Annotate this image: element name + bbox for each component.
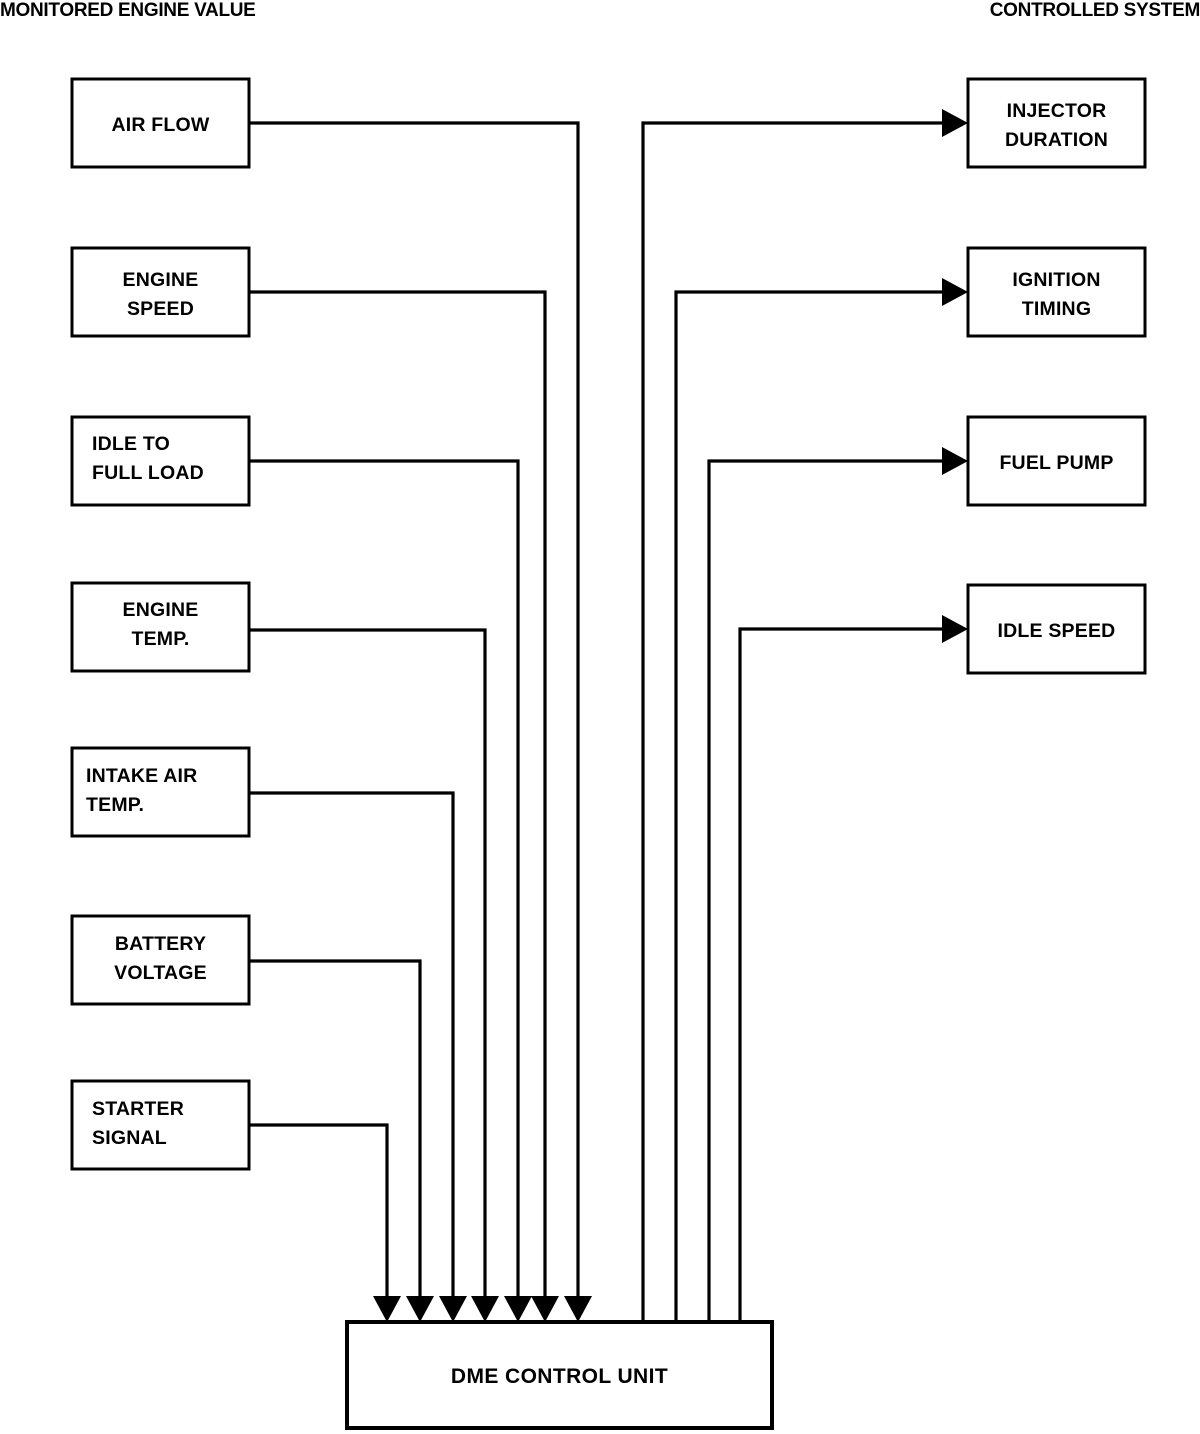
- input-box-intake-air-temp-label-line1: INTAKE AIR: [86, 765, 197, 787]
- arrowhead-engine-speed: [531, 1296, 559, 1322]
- dme-control-unit-rect[interactable]: [345, 1320, 774, 1430]
- input-box-idle-to-full-load-label-line1: IDLE TO: [92, 433, 170, 455]
- input-box-engine-temp-label-line1: ENGINE: [123, 599, 199, 621]
- output-box-fuel-pump-rect[interactable]: [966, 415, 1147, 507]
- wire-intake-air-temp: [249, 791, 455, 1300]
- output-box-fuel-pump-label-line1: FUEL PUMP: [999, 452, 1113, 474]
- arrowhead-air-flow: [564, 1296, 592, 1322]
- input-box-battery-voltage-rect[interactable]: [70, 914, 251, 1006]
- output-box-ignition-timing[interactable]: IGNITION TIMING: [966, 246, 1147, 338]
- wire-fuel-pump: [707, 459, 952, 1322]
- arrowhead-intake-air-temp: [439, 1296, 467, 1322]
- input-box-starter-signal-label-line2: SIGNAL: [92, 1127, 167, 1149]
- output-box-idle-speed-label-line1: IDLE SPEED: [998, 620, 1116, 642]
- arrowhead-fuel-pump: [942, 447, 968, 475]
- dme-control-unit[interactable]: DME CONTROL UNIT: [345, 1320, 774, 1430]
- output-box-fuel-pump[interactable]: FUEL PUMP: [966, 415, 1147, 507]
- output-box-injector-duration-label-line2: DURATION: [1005, 129, 1108, 151]
- arrowhead-starter-signal: [373, 1296, 401, 1322]
- dme-control-unit-label: DME CONTROL UNIT: [451, 1365, 668, 1388]
- arrowhead-ignition-timing: [942, 278, 968, 306]
- input-box-battery-voltage-label-line1: BATTERY: [115, 933, 206, 955]
- arrowhead-idle-speed: [942, 615, 968, 643]
- input-box-idle-to-full-load[interactable]: IDLE TO FULL LOAD: [70, 415, 251, 507]
- input-box-air-flow-rect[interactable]: [70, 77, 251, 169]
- wire-air-flow: [249, 121, 580, 1300]
- input-box-idle-to-full-load-rect[interactable]: [70, 415, 251, 507]
- input-box-engine-temp-label-line2: TEMP.: [131, 628, 189, 650]
- input-box-intake-air-temp[interactable]: INTAKE AIR TEMP.: [70, 746, 251, 838]
- column-header-controlled-system: CONTROLLED SYSTEM: [990, 0, 1200, 21]
- input-wires-group: [249, 121, 592, 1322]
- arrowhead-injector-duration: [942, 109, 968, 137]
- input-box-engine-speed-rect[interactable]: [70, 246, 251, 338]
- input-box-air-flow[interactable]: AIR FLOW: [70, 77, 251, 169]
- output-wires-group: [641, 109, 968, 1322]
- input-box-engine-speed-label-line1: ENGINE: [123, 269, 199, 291]
- input-box-air-flow-label-line1: AIR FLOW: [112, 114, 210, 136]
- wire-injector-duration: [641, 121, 952, 1322]
- column-header-monitored-engine-value: MONITORED ENGINE VALUE: [0, 0, 256, 21]
- input-box-starter-signal-label-line1: STARTER: [92, 1098, 184, 1120]
- input-box-starter-signal[interactable]: STARTER SIGNAL: [70, 1079, 251, 1171]
- input-box-engine-temp-rect[interactable]: [70, 581, 251, 673]
- input-box-engine-temp[interactable]: ENGINE TEMP.: [70, 581, 251, 673]
- input-box-starter-signal-rect[interactable]: [70, 1079, 251, 1171]
- wire-ignition-timing: [674, 290, 952, 1322]
- input-box-battery-voltage[interactable]: BATTERY VOLTAGE: [70, 914, 251, 1006]
- input-box-engine-speed-label-line2: SPEED: [127, 298, 194, 320]
- output-box-idle-speed[interactable]: IDLE SPEED: [966, 583, 1147, 675]
- wire-starter-signal: [249, 1123, 389, 1300]
- output-box-ignition-timing-label-line2: TIMING: [1022, 298, 1091, 320]
- input-box-battery-voltage-label-line2: VOLTAGE: [114, 962, 207, 984]
- arrowhead-idle-to-full-load: [504, 1296, 532, 1322]
- output-box-idle-speed-rect[interactable]: [966, 583, 1147, 675]
- arrowhead-engine-temp: [471, 1296, 499, 1322]
- input-box-intake-air-temp-label-line2: TEMP.: [86, 794, 144, 816]
- wire-idle-speed: [738, 627, 952, 1322]
- arrowhead-battery-voltage: [406, 1296, 434, 1322]
- wire-idle-to-full-load: [249, 459, 520, 1300]
- output-box-injector-duration[interactable]: INJECTOR DURATION: [966, 77, 1147, 169]
- input-box-engine-speed[interactable]: ENGINE SPEED: [70, 246, 251, 338]
- output-box-ignition-timing-rect[interactable]: [966, 246, 1147, 338]
- output-box-ignition-timing-label-line1: IGNITION: [1012, 269, 1100, 291]
- input-box-idle-to-full-load-label-line2: FULL LOAD: [92, 462, 204, 484]
- output-box-injector-duration-rect[interactable]: [966, 77, 1147, 169]
- wire-engine-speed: [249, 290, 547, 1300]
- input-box-intake-air-temp-rect[interactable]: [70, 746, 251, 838]
- wire-battery-voltage: [249, 959, 422, 1300]
- output-box-injector-duration-label-line1: INJECTOR: [1007, 100, 1107, 122]
- wire-engine-temp: [249, 628, 487, 1300]
